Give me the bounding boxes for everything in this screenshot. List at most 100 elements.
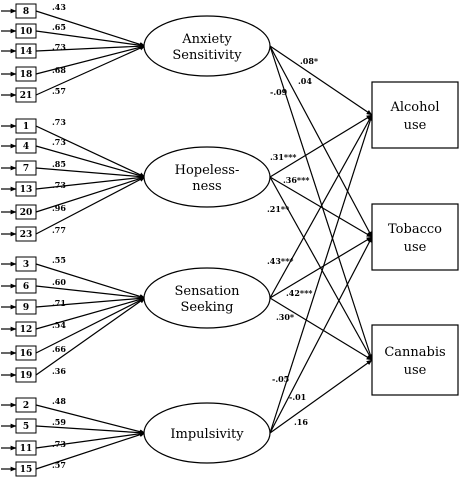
item-box — [15, 23, 37, 39]
factor-ellipse-impulsivity — [143, 402, 271, 464]
loading-line — [35, 30, 146, 48]
loading-value: .65 — [52, 22, 66, 32]
item-label: 3 — [23, 260, 29, 270]
item-label: 2 — [23, 401, 29, 411]
loading-line — [35, 125, 146, 178]
path-anxiety-tobacco — [269, 45, 373, 238]
factor-label: Seeking — [180, 300, 233, 315]
path-anxiety-alcohol — [269, 45, 373, 116]
loading-line — [35, 404, 146, 434]
loading-line — [35, 431, 146, 449]
loading-value: .71 — [52, 298, 66, 308]
loading-line — [35, 432, 146, 470]
path-impulsivity-cannabis — [269, 359, 373, 434]
path-impulsivity-alcohol — [269, 114, 373, 434]
loading-line — [35, 43, 146, 52]
loading-value: .60 — [52, 277, 66, 287]
item-box — [15, 299, 37, 315]
path-coefficient: .21** — [267, 204, 290, 214]
outcome-box-tobacco — [371, 203, 459, 271]
loading-value: .73 — [52, 439, 66, 449]
loading-line — [35, 297, 146, 376]
outcome-box-alcohol — [371, 81, 459, 149]
loading-value: .85 — [52, 159, 66, 169]
loading-line — [35, 176, 146, 235]
item-label: 7 — [23, 164, 29, 174]
loading-value: .55 — [52, 255, 66, 265]
factor-label: Anxiety — [181, 32, 232, 47]
item-box — [15, 367, 37, 383]
factor-label: Sensation — [175, 284, 241, 299]
loading-line — [35, 297, 146, 354]
item-box — [15, 138, 37, 154]
item-box — [15, 160, 37, 176]
loading-line — [35, 175, 146, 190]
path-impulsivity-tobacco — [269, 236, 373, 434]
factor-label: ness — [192, 179, 221, 194]
outcome-label: Alcohol — [389, 100, 439, 115]
loading-value: .48 — [52, 396, 66, 406]
loading-line — [35, 167, 146, 179]
item-label: 14 — [20, 47, 33, 57]
loading-value: .96 — [52, 203, 66, 213]
factor-label: Hopeless- — [175, 163, 240, 178]
path-coefficient: .31*** — [270, 152, 297, 162]
outcome-label: use — [404, 118, 427, 133]
item-label: 11 — [20, 444, 33, 454]
path-anxiety-cannabis — [269, 45, 373, 361]
item-box — [15, 278, 37, 294]
loading-line — [35, 176, 146, 213]
path-coefficient: -.01 — [289, 392, 306, 402]
item-box — [15, 181, 37, 197]
path-coefficient: .43*** — [267, 256, 294, 266]
item-box — [15, 3, 37, 19]
outcome-label: Tobacco — [388, 222, 442, 237]
item-label: 23 — [20, 230, 33, 240]
item-label: 13 — [20, 185, 33, 195]
item-box — [15, 440, 37, 456]
item-box — [15, 204, 37, 220]
factor-label: Impulsivity — [170, 427, 244, 442]
factor-ellipse-sensation — [143, 267, 271, 329]
loading-value: .36 — [52, 366, 66, 376]
item-label: 16 — [20, 349, 33, 359]
path-sensation-alcohol — [269, 114, 373, 299]
outcome-label: use — [404, 363, 427, 378]
path-coefficient: .30* — [276, 312, 295, 322]
loading-line — [35, 10, 146, 47]
item-box — [15, 66, 37, 82]
item-box — [15, 43, 37, 59]
outcome-box-cannabis — [371, 324, 459, 396]
item-box — [15, 226, 37, 242]
loading-line — [35, 45, 146, 96]
item-label: 20 — [20, 208, 33, 218]
outcome-label: use — [404, 240, 427, 255]
factor-ellipse-hopelessness — [143, 146, 271, 208]
path-coefficient: .08* — [300, 56, 319, 66]
item-box — [15, 345, 37, 361]
loading-line — [35, 263, 146, 299]
loading-value: .73 — [52, 180, 66, 190]
path-coefficient: .16 — [294, 417, 308, 427]
loading-line — [35, 296, 146, 308]
item-label: 10 — [20, 27, 33, 37]
item-label: 1 — [23, 122, 29, 132]
item-label: 8 — [23, 7, 29, 17]
item-box — [15, 321, 37, 337]
path-hopelessness-alcohol — [269, 114, 373, 178]
loading-value: .73 — [52, 137, 66, 147]
loading-line — [35, 145, 146, 178]
path-hopelessness-cannabis — [269, 176, 373, 361]
loading-line — [35, 297, 146, 330]
item-box — [15, 256, 37, 272]
loading-value: .57 — [52, 86, 66, 96]
loading-line — [35, 425, 146, 436]
item-label: 19 — [20, 371, 33, 381]
item-box — [15, 418, 37, 434]
item-label: 6 — [23, 282, 29, 292]
item-box — [15, 87, 37, 103]
factor-label: Sensitivity — [172, 48, 242, 63]
loading-line — [35, 45, 146, 75]
loading-value: .68 — [52, 65, 66, 75]
